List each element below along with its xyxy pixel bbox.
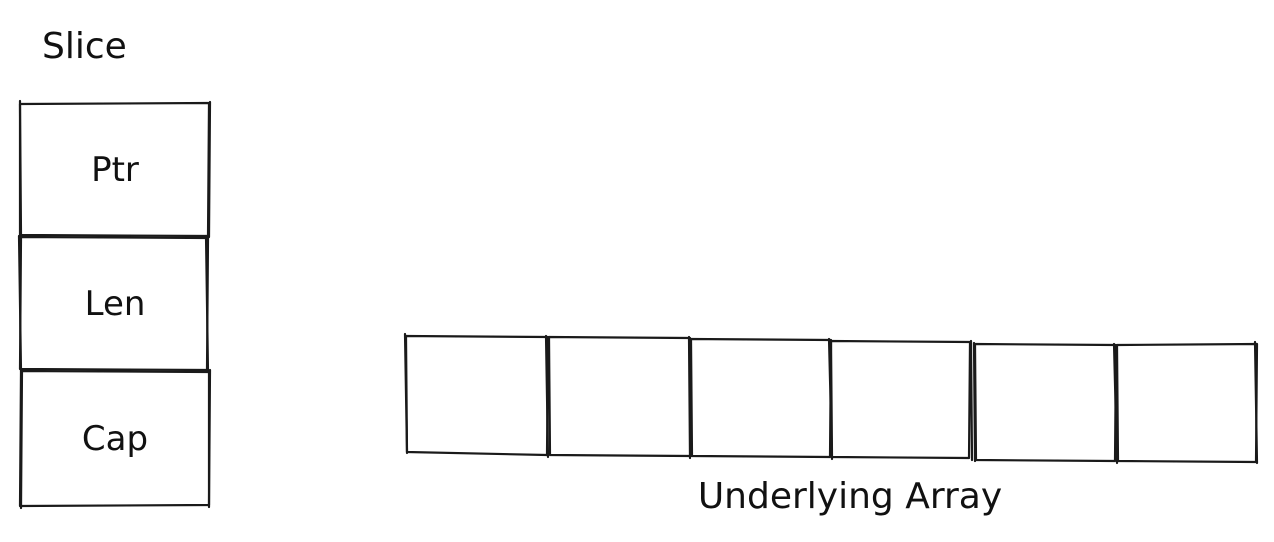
slice-title: Slice	[42, 26, 127, 67]
array-cell-sketch	[403, 332, 1259, 465]
slice-field-len-sketch	[17, 234, 210, 374]
slice-field-ptr-sketch	[18, 99, 212, 239]
array-cell	[1115, 342, 1259, 464]
array-cell	[829, 339, 972, 460]
array-cell	[689, 337, 833, 459]
array-cell	[547, 335, 693, 458]
slice-field-ptr: Ptr	[18, 99, 212, 239]
underlying-array	[403, 332, 1259, 465]
slice-field-len-label: Len	[85, 284, 146, 324]
slice-field-cap: Cap	[18, 368, 212, 510]
slice-field-cap-label: Cap	[82, 419, 148, 459]
array-label: Underlying Array	[698, 476, 1002, 517]
slice-field-cap-sketch	[19, 368, 212, 510]
slice-field-ptr-label: Ptr	[91, 150, 139, 190]
array-cell	[973, 342, 1118, 463]
slice-struct: Ptr Len Cap	[17, 99, 212, 510]
slice-field-len: Len	[17, 234, 210, 374]
array-cell	[404, 334, 550, 457]
